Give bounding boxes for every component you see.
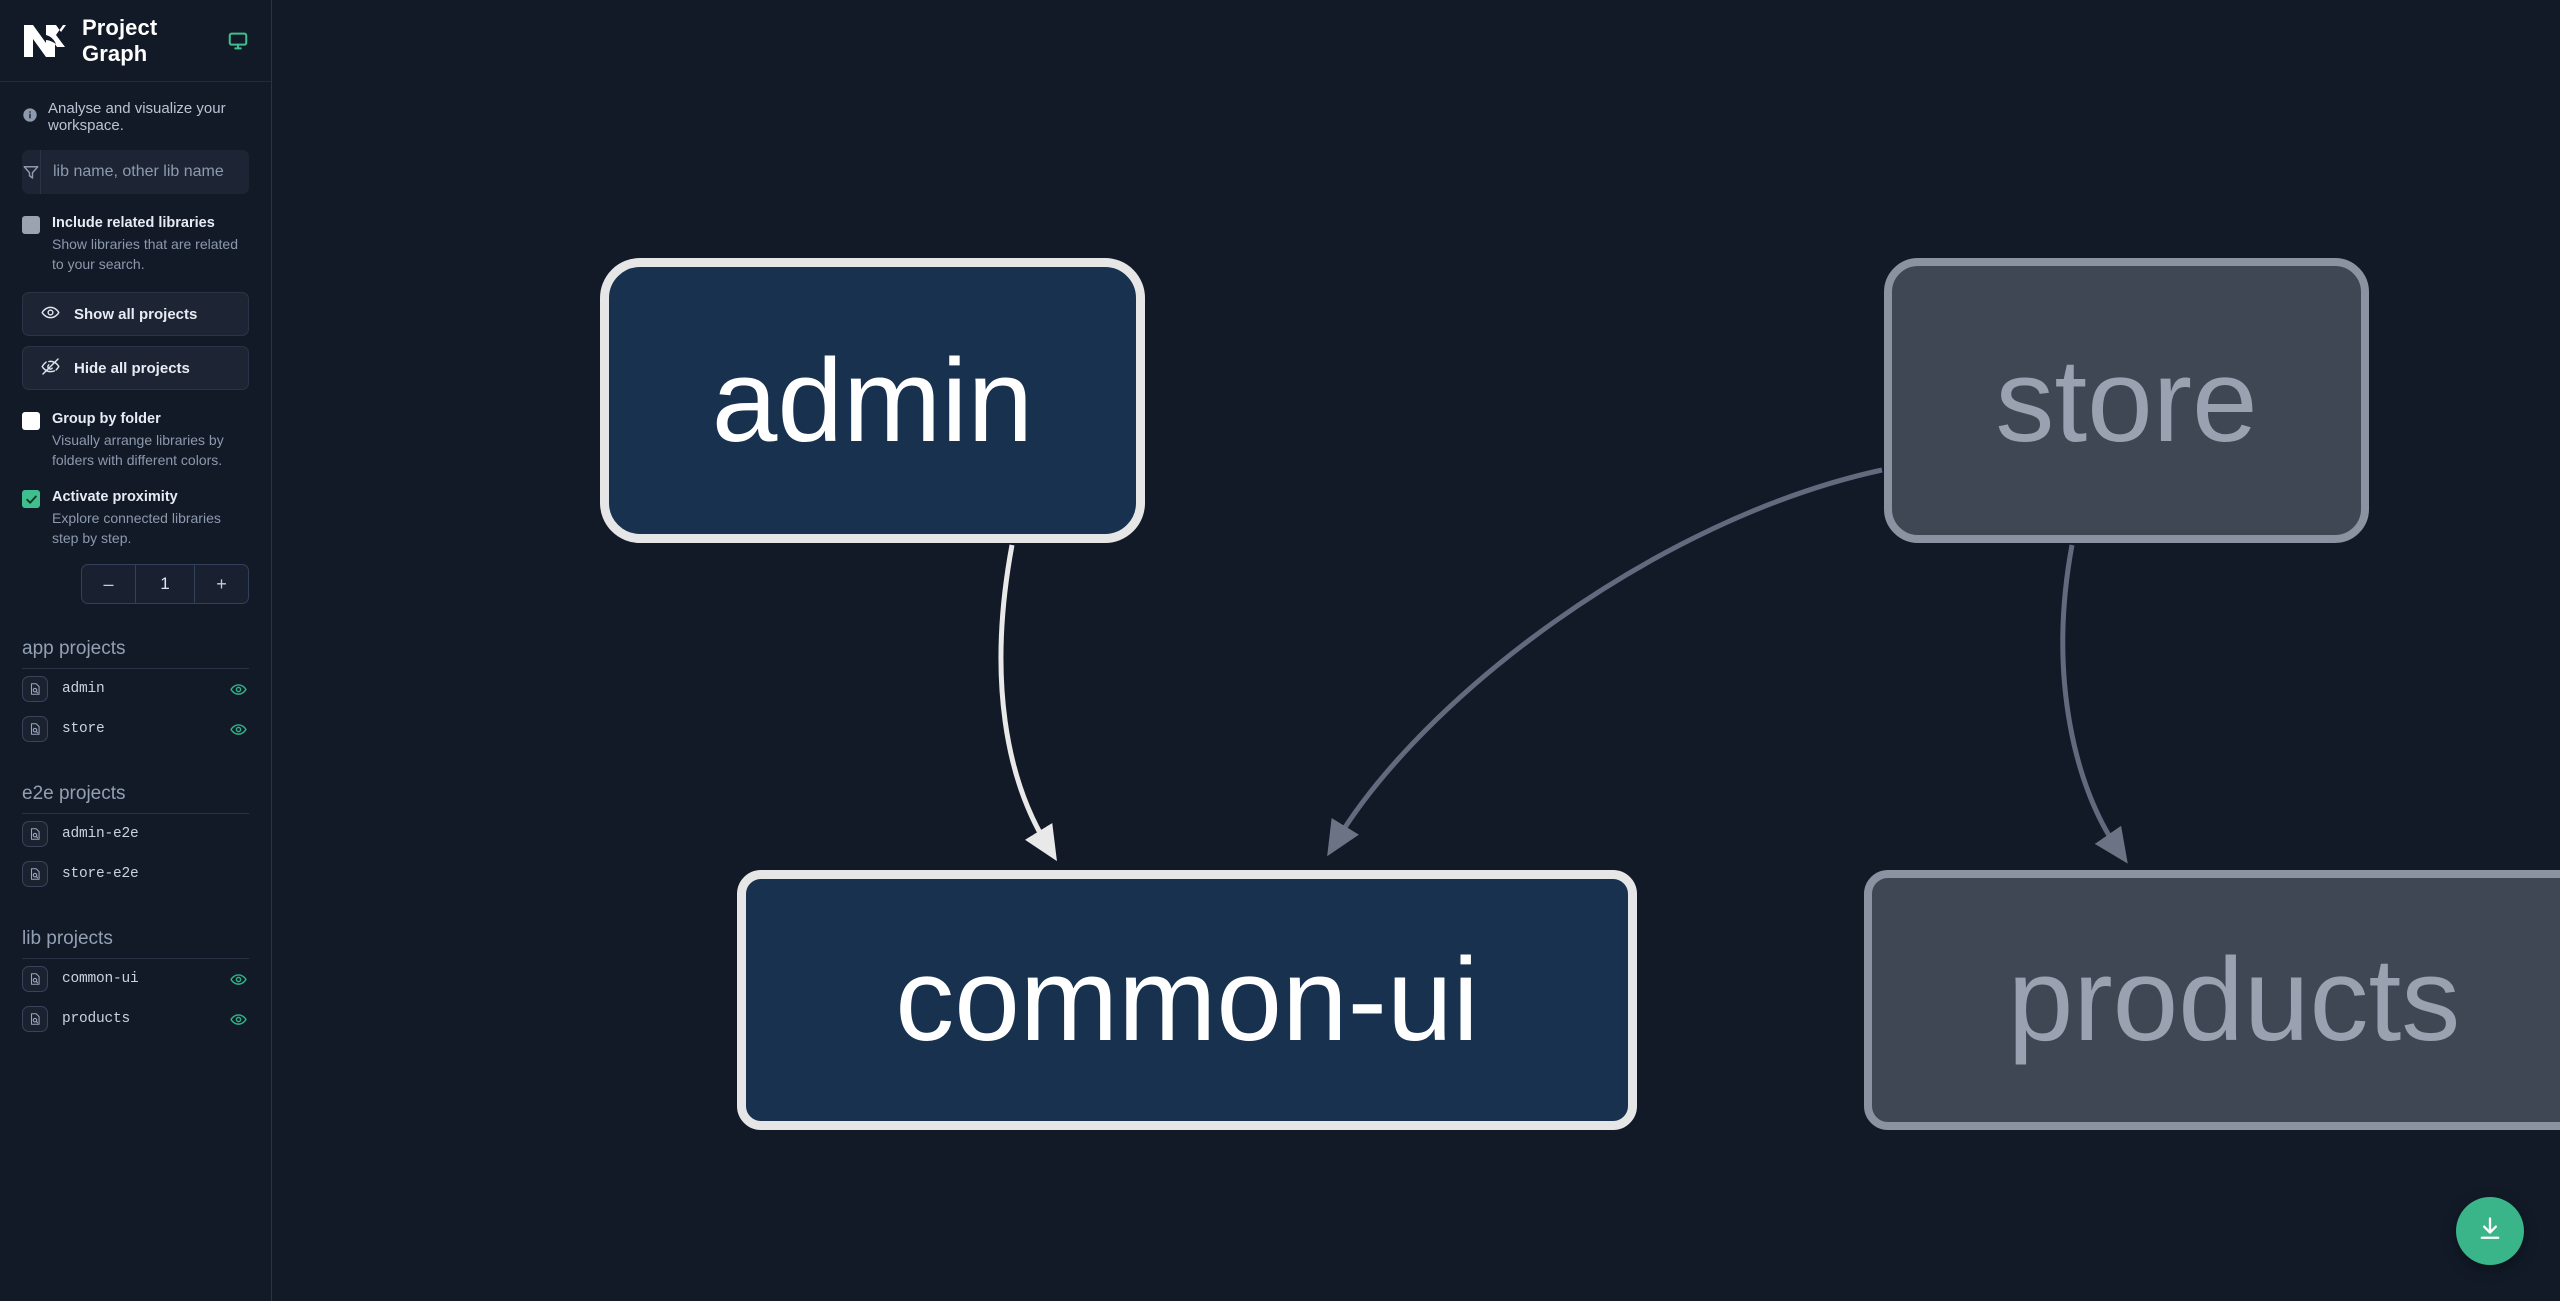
graph-node-label: products <box>2007 934 2461 1066</box>
edge-store-to-products <box>2060 544 2128 864</box>
project-row-admin-e2e[interactable]: admin-e2e <box>22 814 249 854</box>
project-visibility-eye-icon[interactable] <box>227 681 249 698</box>
graph-node-label: common-ui <box>895 934 1479 1066</box>
project-row-store-e2e[interactable]: store-e2e <box>22 854 249 894</box>
show-all-projects-row: Show all projects <box>0 274 271 336</box>
download-graph-button[interactable] <box>2456 1197 2524 1265</box>
project-icon <box>22 966 48 992</box>
option-group-by-folder[interactable]: Group by folder Visually arrange librari… <box>0 390 271 470</box>
info-icon <box>22 107 38 127</box>
project-icon <box>22 861 48 887</box>
project-visibility-eye-icon[interactable] <box>227 1011 249 1028</box>
hide-all-projects-label: Hide all projects <box>74 359 190 377</box>
proximity-value: 1 <box>135 565 195 603</box>
checkbox-include-related-libraries[interactable] <box>22 216 40 234</box>
group-app-projects: app projects admin <box>0 638 271 749</box>
proximity-stepper[interactable]: – 1 + <box>81 564 249 604</box>
option-activate-proximity[interactable]: Activate proximity Explore connected lib… <box>0 470 271 548</box>
sidebar: Project Graph Analyse and visualize your… <box>0 0 272 1301</box>
edge-admin-to-common-ui <box>998 544 1057 862</box>
project-row-admin[interactable]: admin <box>22 669 249 709</box>
show-all-projects-label: Show all projects <box>74 305 198 323</box>
page-title: Project Graph <box>82 14 158 66</box>
project-icon <box>22 676 48 702</box>
graph-node-admin[interactable]: admin <box>600 258 1145 543</box>
show-all-projects-button[interactable]: Show all projects <box>22 292 249 336</box>
graph-canvas[interactable]: admin store common-ui products <box>272 0 2560 1301</box>
option-description: Visually arrange libraries by folders wi… <box>52 432 224 468</box>
filter-icon[interactable] <box>22 150 41 194</box>
option-label: Include related libraries <box>52 215 215 231</box>
option-label: Activate proximity <box>52 489 178 505</box>
search-input[interactable] <box>41 150 249 194</box>
project-name: store <box>62 721 105 737</box>
monitor-icon[interactable] <box>227 30 249 52</box>
project-name: store-e2e <box>62 866 139 882</box>
group-e2e-projects: e2e projects admin-e2e <box>0 783 271 894</box>
search-row <box>0 150 271 194</box>
graph-node-label: admin <box>711 334 1034 467</box>
project-name: admin-e2e <box>62 826 139 842</box>
proximity-decrement-button[interactable]: – <box>82 565 135 603</box>
project-name: products <box>62 1011 131 1027</box>
sidebar-header: Project Graph <box>0 0 271 82</box>
group-heading: app projects <box>22 638 249 669</box>
download-icon <box>2476 1215 2504 1248</box>
option-include-related-libraries[interactable]: Include related libraries Show libraries… <box>0 194 271 274</box>
project-visibility-eye-icon[interactable] <box>227 971 249 988</box>
graph-node-common-ui[interactable]: common-ui <box>737 870 1637 1130</box>
project-name: admin <box>62 681 105 697</box>
checkbox-group-by-folder[interactable] <box>22 412 40 430</box>
graph-node-store[interactable]: store <box>1884 258 2369 543</box>
eye-off-icon <box>41 357 60 380</box>
project-visibility-eye-icon[interactable] <box>227 721 249 738</box>
tagline-text: Analyse and visualize your workspace. <box>48 100 226 134</box>
checkbox-activate-proximity[interactable] <box>22 490 40 508</box>
sidebar-tagline: Analyse and visualize your workspace. <box>0 82 271 150</box>
project-icon <box>22 716 48 742</box>
project-row-store[interactable]: store <box>22 709 249 749</box>
group-heading: e2e projects <box>22 783 249 814</box>
graph-node-label: store <box>1995 334 2258 467</box>
project-icon <box>22 1006 48 1032</box>
hide-all-projects-row: Hide all projects <box>0 336 271 390</box>
project-row-common-ui[interactable]: common-ui <box>22 959 249 999</box>
graph-edges <box>998 467 2128 864</box>
eye-icon <box>41 303 60 326</box>
option-description: Explore connected libraries step by step… <box>52 510 221 546</box>
search-box[interactable] <box>22 150 249 194</box>
graph-node-products[interactable]: products <box>1864 870 2560 1130</box>
group-lib-projects: lib projects common-ui <box>0 928 271 1039</box>
edge-store-to-common-ui <box>1327 467 1883 857</box>
project-row-products[interactable]: products <box>22 999 249 1039</box>
nx-logo-icon <box>22 21 68 61</box>
proximity-increment-button[interactable]: + <box>195 565 248 603</box>
group-heading: lib projects <box>22 928 249 959</box>
option-description: Show libraries that are related to your … <box>52 236 238 272</box>
option-label: Group by folder <box>52 411 161 427</box>
hide-all-projects-button[interactable]: Hide all projects <box>22 346 249 390</box>
proximity-stepper-row: – 1 + <box>0 548 271 604</box>
project-name: common-ui <box>62 971 139 987</box>
project-icon <box>22 821 48 847</box>
